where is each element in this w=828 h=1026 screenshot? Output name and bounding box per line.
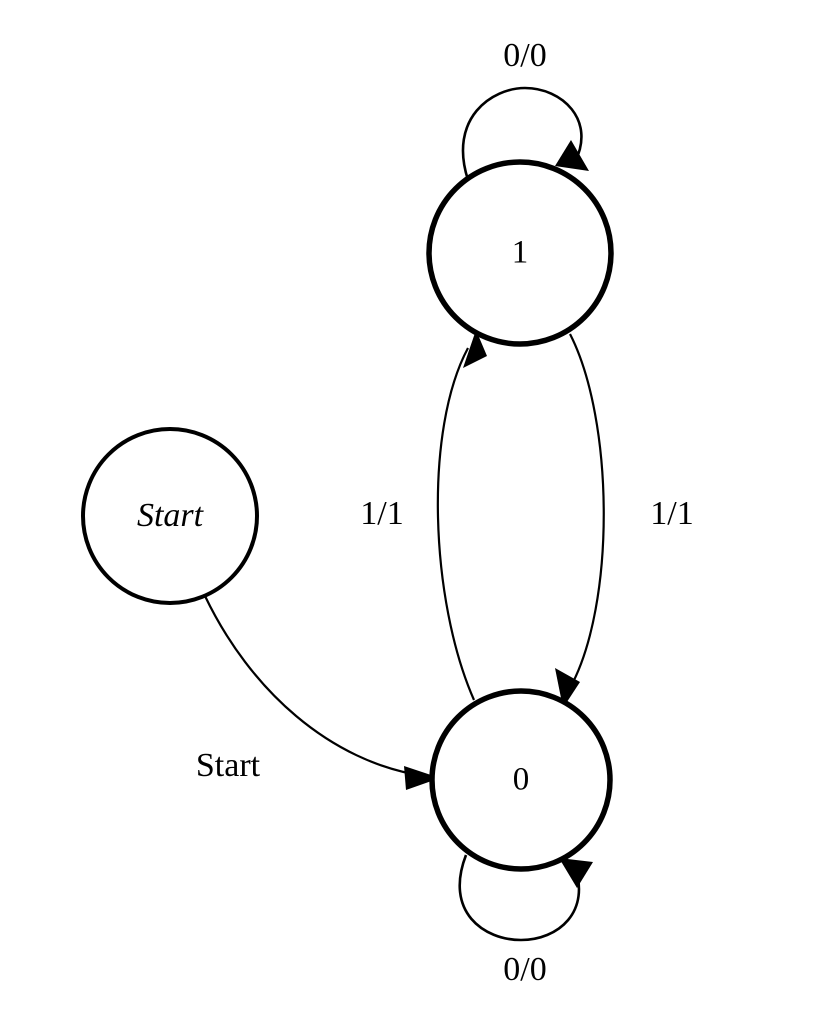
state-zero-label: 0 [513, 762, 530, 798]
state-node-start[interactable]: Start [81, 427, 259, 605]
transition-one-to-zero[interactable] [555, 333, 605, 708]
edge-label-start-to-zero: Start [196, 747, 261, 784]
edge-label-one-self-loop: 0/0 [503, 37, 546, 74]
zero-to-one-arrowhead [463, 330, 487, 368]
state-start-label: Start [137, 497, 205, 534]
edge-label-zero-self-loop: 0/0 [503, 951, 546, 988]
zero-self-loop-path [458, 854, 581, 942]
one-self-loop-arrowhead [555, 140, 589, 171]
start-to-zero-path [204, 595, 425, 778]
start-to-zero-arrowhead [404, 766, 440, 790]
edge-label-one-to-zero: 1/1 [650, 495, 693, 532]
state-node-one[interactable]: 1 [426, 159, 614, 347]
transition-zero-to-one[interactable] [436, 330, 487, 701]
state-start-circle [81, 427, 259, 605]
state-node-zero[interactable]: 0 [429, 688, 613, 872]
one-self-loop-path [461, 86, 583, 181]
state-zero-circle [429, 688, 613, 872]
transition-zero-self-loop[interactable] [458, 854, 593, 942]
one-to-zero-path [569, 333, 605, 689]
edge-label-zero-to-one: 1/1 [360, 495, 403, 532]
transition-one-self-loop[interactable] [461, 86, 589, 181]
zero-to-one-path [436, 347, 476, 701]
transition-start-to-zero[interactable] [204, 595, 440, 790]
zero-self-loop-arrowhead [559, 858, 593, 888]
state-one-label: 1 [512, 235, 529, 271]
state-one-circle [426, 159, 614, 347]
